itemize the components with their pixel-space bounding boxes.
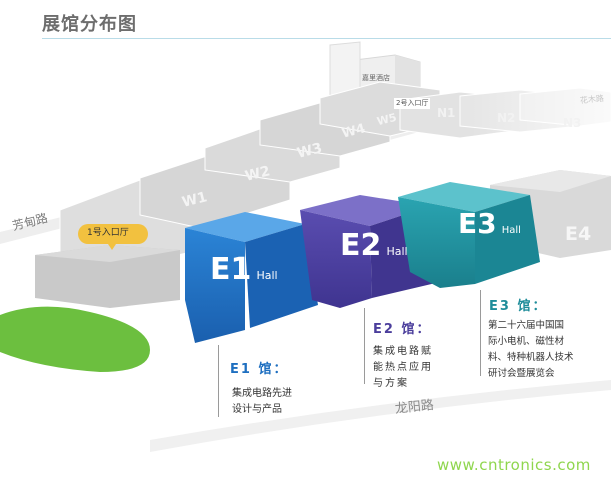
hall-e1-suffix: Hall	[256, 269, 278, 282]
hall-e1-desc-line: 集成电路先进	[232, 388, 292, 399]
entrance1-building	[35, 245, 180, 308]
green-area	[0, 306, 150, 372]
e3-leader-line	[480, 290, 481, 376]
hall-e3-desc-line: 研讨会暨展览会	[488, 368, 555, 379]
hall-e3-name: E3 馆：	[489, 299, 548, 314]
hall-e3-building	[398, 182, 540, 288]
entrance1-badge	[78, 224, 148, 250]
hall-n1-label: N1	[437, 106, 456, 120]
e1-leader-line	[218, 345, 219, 417]
hall-e1-badge: E1 Hall	[210, 252, 278, 287]
hall-e2-desc: 集成电路赋 能热点应用 与方案	[373, 344, 433, 392]
hall-e3-desc-line: 第二十六届中国国	[488, 320, 565, 331]
hall-n3-label: N3	[563, 116, 582, 130]
hall-e1-building	[185, 212, 318, 343]
west-halls	[59, 81, 441, 269]
page-title: 展馆分布图	[42, 14, 137, 35]
longyang-road	[150, 380, 611, 452]
title-divider	[42, 38, 611, 39]
hall-e2-desc-line: 集成电路赋	[373, 346, 433, 357]
hall-e3-badge: E3 Hall	[458, 207, 521, 240]
hall-e1-name: E1 馆：	[230, 362, 289, 377]
road-label-huamu: 花木路	[579, 93, 605, 106]
hall-e3-desc-line: 际小电机、磁性材	[488, 336, 565, 347]
hall-e4-label: E4	[565, 223, 592, 245]
watermark: www.cntronics.com	[437, 456, 591, 474]
hall-e3-suffix: Hall	[501, 225, 521, 236]
hall-e3-desc: 第二十六届中国国 际小电机、磁性材 料、特种机器人技术 研讨会暨展览会	[488, 318, 574, 382]
hall-e1-desc-line: 设计与产品	[232, 404, 282, 415]
hall-e1-desc: 集成电路先进 设计与产品	[232, 386, 292, 418]
hall-e2-badge: E2 Hall	[340, 228, 408, 263]
hall-e3-desc-line: 料、特种机器人技术	[488, 352, 574, 363]
hall-e2-suffix: Hall	[386, 245, 408, 258]
hall-e2-desc-line: 能热点应用	[373, 362, 433, 373]
hall-n2-label: N2	[497, 111, 516, 125]
hall-e2-name: E2 馆：	[373, 322, 432, 337]
hall-e2-code: E2	[340, 228, 382, 263]
hall-e1-code: E1	[210, 252, 252, 287]
entrance2-label: 2号入口厅	[394, 98, 431, 109]
hotel-label: 嘉里酒店	[362, 74, 390, 82]
hall-e2-desc-line: 与方案	[373, 378, 409, 389]
hall-e3-code: E3	[458, 207, 497, 240]
e2-leader-line	[364, 308, 365, 384]
entrance1-label: 1号入口厅	[87, 228, 129, 238]
